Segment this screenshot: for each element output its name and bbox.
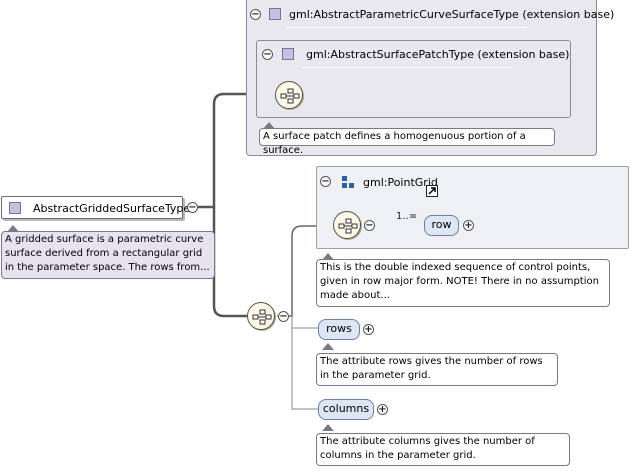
reference-arrow-icon[interactable] [426,185,438,197]
collapse-toggle[interactable]: − [187,202,198,213]
collapse-toggle[interactable]: − [320,176,331,187]
row-element[interactable]: row [424,215,459,236]
note-pointer [322,253,334,260]
columns-doc: The attribute columns gives the number o… [316,433,570,466]
note-pointer [322,424,334,431]
surface-patch-doc: A surface patch defines a homogenuous po… [259,128,555,156]
row-multiplicity: 1..∞ [396,211,418,222]
expand-toggle[interactable]: + [463,220,474,231]
collapse-toggle[interactable]: − [262,49,273,60]
type-square-icon [282,48,294,60]
collapse-toggle[interactable]: − [278,311,289,322]
extension-inner-title: gml:AbstractSurfacePatchType (extension … [306,48,570,61]
type-square-icon [9,202,21,214]
rows-doc: The attribute rows gives the number of r… [316,353,558,386]
point-grid-element-box: − gml:PointGrid [316,166,629,249]
sequence-compositor-icon[interactable] [275,81,303,109]
collapse-toggle[interactable]: − [250,9,261,20]
root-element-box[interactable]: AbstractGriddedSurfaceType [1,196,190,219]
point-grid-doc: This is the double indexed sequence of c… [316,259,610,307]
root-element-doc: A gridded surface is a parametric curve … [1,231,215,279]
extension-inner-box: − gml:AbstractSurfacePatchType (extensio… [256,40,571,118]
columns-attribute[interactable]: columns [318,399,374,420]
note-pointer [7,225,19,232]
sequence-compositor-icon[interactable] [333,211,361,239]
title-divider [302,67,512,68]
root-element-label: AbstractGriddedSurfaceType [33,202,191,215]
sequence-compositor-icon[interactable] [247,302,275,330]
title-divider [287,27,527,28]
rows-attribute[interactable]: rows [318,319,360,340]
expand-toggle[interactable]: + [363,324,374,335]
type-square-icon [269,8,281,20]
note-pointer [322,343,334,350]
point-grid-title: gml:PointGrid [363,176,438,189]
element-grid-icon [341,175,355,189]
collapse-toggle[interactable]: − [364,220,375,231]
note-pointer [263,122,275,129]
expand-toggle[interactable]: + [377,404,388,415]
extension-outer-title: gml:AbstractParametricCurveSurfaceType (… [289,8,615,21]
